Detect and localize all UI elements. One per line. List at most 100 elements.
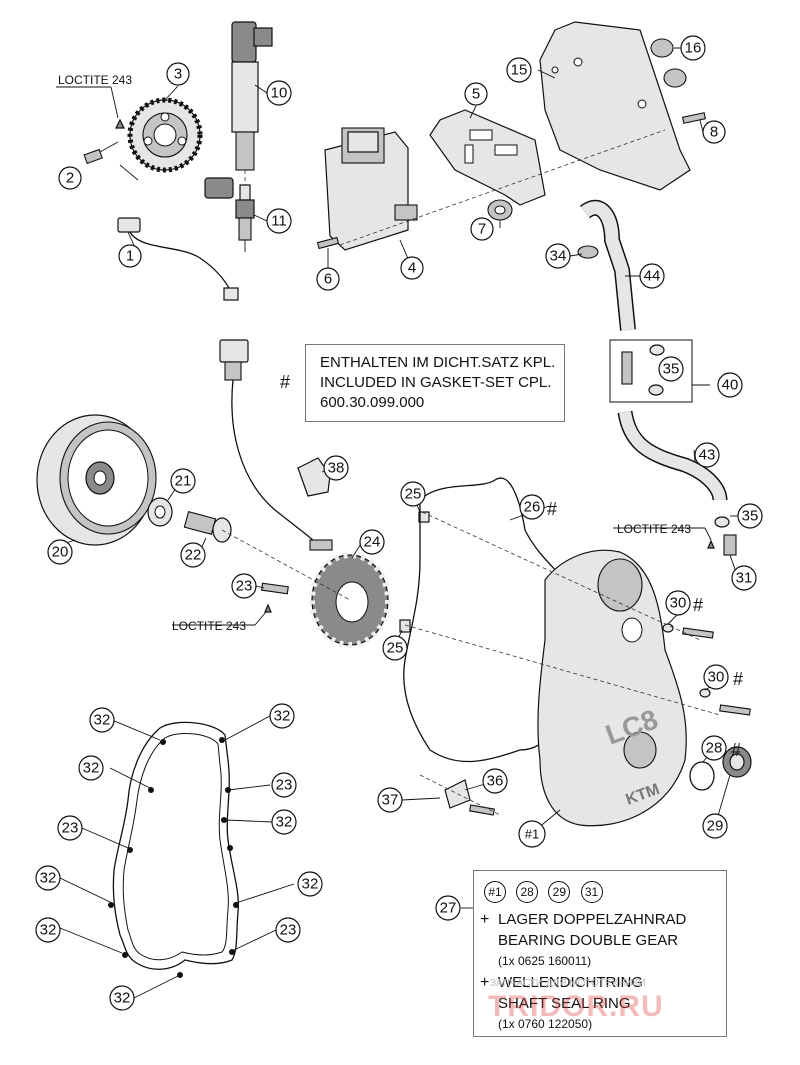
- kit-item1-de: LAGER DOPPELZAHNRAD: [498, 911, 687, 928]
- callout-25-bottom: 25: [382, 635, 408, 661]
- hash-30-top: #: [693, 595, 703, 615]
- callout-20: 20: [47, 539, 73, 565]
- kit-plus-2: +: [480, 974, 490, 991]
- engine-case-gasket-inner: [122, 732, 229, 961]
- svg-text:43: 43: [699, 447, 716, 464]
- dowel-pins-drawing: [399, 511, 430, 633]
- engine-case-gasket-drawing: [112, 721, 239, 970]
- callout-4: 4: [400, 256, 424, 280]
- svg-text:6: 6: [324, 271, 332, 288]
- kit-item1-qty: (1x 0625 160011): [498, 954, 592, 968]
- svg-text:25: 25: [387, 640, 404, 657]
- callout-26: 26: [519, 494, 545, 520]
- callout-40: 40: [717, 372, 743, 398]
- svg-text:30: 30: [670, 595, 687, 612]
- svg-text:15: 15: [511, 62, 528, 79]
- svg-text:2: 2: [66, 170, 74, 187]
- cable-cover-drawing: [297, 457, 331, 497]
- callout-11: 11: [266, 208, 292, 234]
- callout-8: 8: [702, 120, 726, 144]
- callout-27: 27: [435, 895, 461, 921]
- loctite-labels: LOCTITE 243 LOCTITE 243 LOCTITE 243: [58, 73, 691, 633]
- stator-bolt-drawing: [260, 582, 289, 613]
- svg-text:#1: #1: [525, 827, 539, 842]
- svg-text:25: 25: [405, 486, 422, 503]
- gasket-note-line-1: ENTHALTEN IM DICHT.SATZ KPL.: [320, 354, 556, 371]
- svg-text:32: 32: [40, 870, 57, 887]
- callout-25-top: 25: [400, 481, 426, 507]
- kit-item2-qty: (1x 0760 122050): [498, 1017, 593, 1031]
- svg-text:32: 32: [94, 712, 111, 729]
- breather-hose-drawing: [617, 410, 730, 528]
- kit-plus-1: +: [480, 911, 490, 928]
- callout-35-bottom: 35: [737, 503, 763, 529]
- callout-6: 6: [316, 267, 340, 291]
- svg-text:20: 20: [52, 544, 69, 561]
- screw-8-drawing: [681, 112, 707, 124]
- svg-text:10: 10: [271, 85, 288, 102]
- callout-hash-1: #1: [518, 820, 546, 848]
- callout-5: 5: [464, 82, 488, 106]
- kit-part-2: 28: [516, 881, 539, 903]
- loctite-label-2: LOCTITE 243: [617, 522, 691, 536]
- svg-text:24: 24: [364, 534, 381, 551]
- gasket-note-line-2: INCLUDED IN GASKET-SET CPL.: [320, 374, 552, 391]
- watermark-tagline: ЗАПЧАСТИ ДЛЯ МОТОТЕХНИКИ: [490, 978, 646, 989]
- kit-item2-en: SHAFT SEAL RING: [498, 995, 631, 1012]
- screw-2-drawing: [83, 118, 125, 165]
- svg-text:30: 30: [708, 669, 725, 686]
- callout-23-stator: 23: [231, 573, 257, 599]
- callout-7: 7: [470, 217, 494, 241]
- flywheel-drawing: [36, 414, 157, 546]
- callout-15: 15: [506, 57, 532, 83]
- stator-drawing: [309, 539, 391, 648]
- svg-text:5: 5: [472, 86, 480, 103]
- svg-text:34: 34: [550, 248, 567, 265]
- callout-32-5: 32: [35, 865, 61, 891]
- bracket-drawing: [429, 109, 546, 206]
- svg-text:32: 32: [40, 922, 57, 939]
- callout-32-7: 32: [35, 917, 61, 943]
- callout-35-kit: 35: [658, 356, 684, 382]
- callout-32-1: 32: [89, 707, 115, 733]
- callout-32-2: 32: [269, 703, 295, 729]
- callout-23-gasket-3: 23: [275, 917, 301, 943]
- pickup-sensor-drawing: [117, 177, 239, 301]
- callout-3: 3: [166, 62, 190, 86]
- fitting-drawing: [707, 534, 737, 556]
- rubber-damper-drawing: [650, 38, 687, 88]
- kit-item2-de: WELLENDICHTRING: [498, 974, 644, 991]
- svg-text:1: 1: [126, 248, 134, 265]
- svg-text:29: 29: [707, 818, 724, 835]
- repair-kit-box: #1 28 29 31 + LAGER DOPPELZAHNRAD BEARIN…: [473, 870, 727, 1037]
- svg-text:32: 32: [274, 708, 291, 725]
- svg-text:23: 23: [276, 777, 293, 794]
- callout-38: 38: [323, 455, 349, 481]
- svg-text:16: 16: [685, 40, 702, 57]
- callout-36: 36: [482, 768, 508, 794]
- kit-part-4: 31: [580, 881, 603, 903]
- callout-32-3: 32: [78, 755, 104, 781]
- mounting-plate-drawing: [539, 21, 691, 191]
- svg-text:27: 27: [440, 900, 457, 917]
- svg-text:35: 35: [742, 508, 759, 525]
- svg-text:38: 38: [328, 460, 345, 477]
- grommet-drawing: [487, 199, 513, 221]
- ignition-coil-drawing: [231, 21, 273, 185]
- callout-34: 34: [545, 243, 571, 269]
- svg-text:32: 32: [83, 760, 100, 777]
- screw-6-drawing: [316, 236, 340, 250]
- svg-text:32: 32: [276, 814, 293, 831]
- callout-32-4: 32: [271, 809, 297, 835]
- callout-22: 22: [180, 542, 206, 568]
- svg-text:40: 40: [722, 377, 739, 394]
- gasket-bolt-holes: [108, 737, 239, 978]
- callout-43: 43: [694, 442, 720, 468]
- svg-text:44: 44: [644, 268, 661, 285]
- svg-text:23: 23: [280, 922, 297, 939]
- svg-text:3: 3: [174, 66, 182, 83]
- hash-marks: # # # #: [547, 499, 743, 760]
- assembly-lines: [221, 129, 721, 816]
- kit-part-1: #1: [484, 881, 506, 903]
